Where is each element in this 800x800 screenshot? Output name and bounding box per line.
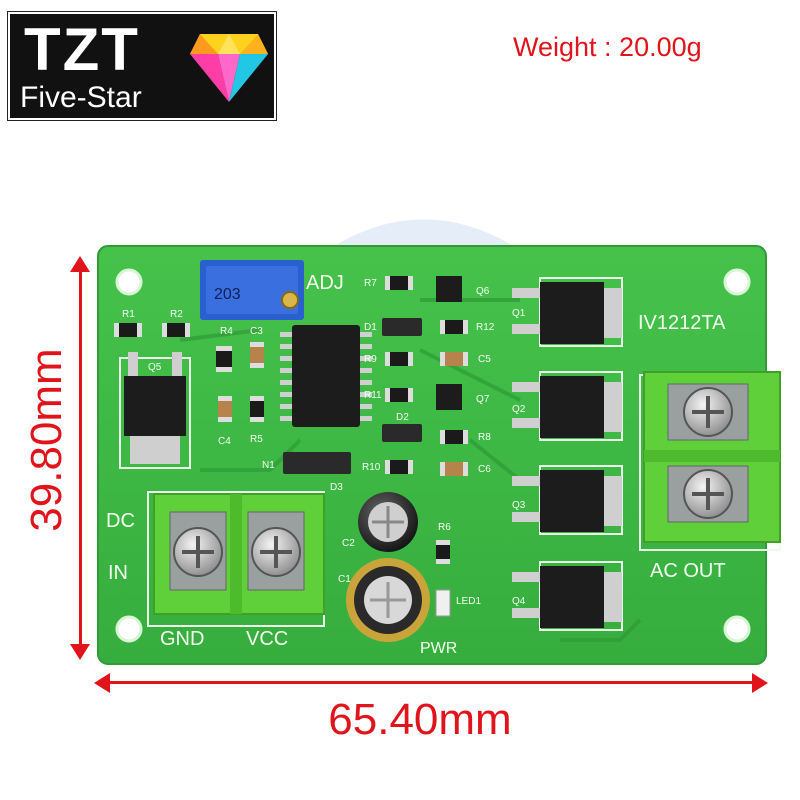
logo-subtitle: Five-Star [20, 81, 142, 114]
designator-c6: C6 [478, 464, 491, 475]
designator-led1: LED1 [456, 596, 482, 607]
designator-q2: Q2 [512, 404, 526, 415]
width-dimension-line [100, 681, 760, 684]
diamond-icon [190, 34, 268, 102]
logo-title: TZT [24, 16, 140, 83]
in-label: IN [108, 562, 128, 584]
arrow-right-icon [752, 673, 768, 693]
arrow-up-icon [70, 256, 90, 272]
designator-c4: C4 [218, 436, 231, 447]
arrow-down-icon [70, 644, 90, 660]
adj-label: ADJ [306, 272, 344, 294]
designator-q6: Q6 [476, 286, 490, 297]
gnd-label: GND [160, 628, 205, 650]
pwr-label: PWR [420, 640, 458, 657]
designator-r4: R4 [220, 326, 233, 337]
designator-q4: Q4 [512, 596, 526, 607]
designator-r12: R12 [476, 322, 495, 333]
vcc-label: VCC [246, 628, 289, 650]
designator-q7: Q7 [476, 394, 490, 405]
ac-out-label: AC OUT [650, 560, 726, 582]
designator-q3: Q3 [512, 500, 526, 511]
designator-c1: C1 [338, 574, 351, 585]
designator-r1: R1 [122, 309, 135, 320]
designator-r2: R2 [170, 309, 183, 320]
trimmer-marking: 203 [214, 286, 241, 303]
arrow-left-icon [94, 673, 110, 693]
designator-r5: R5 [250, 434, 263, 445]
designator-r8: R8 [478, 432, 491, 443]
brand-logo: TZT Five-Star [8, 12, 276, 120]
designator-q1: Q1 [512, 308, 526, 319]
designator-q5: Q5 [148, 362, 162, 373]
designator-d1: D1 [364, 322, 377, 333]
designator-c3: C3 [250, 326, 263, 337]
designator-r9: R9 [364, 354, 377, 365]
board-model-label: IV1212TA [638, 312, 726, 334]
designator-r7: R7 [364, 278, 377, 289]
designator-r6: R6 [438, 522, 451, 533]
designator-d3: D3 [330, 482, 343, 493]
designator-d2: D2 [396, 412, 409, 423]
width-dimension-label: 65.40mm [328, 695, 512, 744]
designator-c2: C2 [342, 538, 355, 549]
designator-r10: R10 [362, 462, 381, 473]
weight-label: Weight : 20.00g [513, 32, 702, 62]
designator-c5: C5 [478, 354, 491, 365]
designator-r11: R11 [364, 390, 382, 401]
height-dimension-line [79, 262, 82, 654]
designator-n1: N1 [262, 460, 275, 471]
dc-label: DC [106, 510, 135, 532]
